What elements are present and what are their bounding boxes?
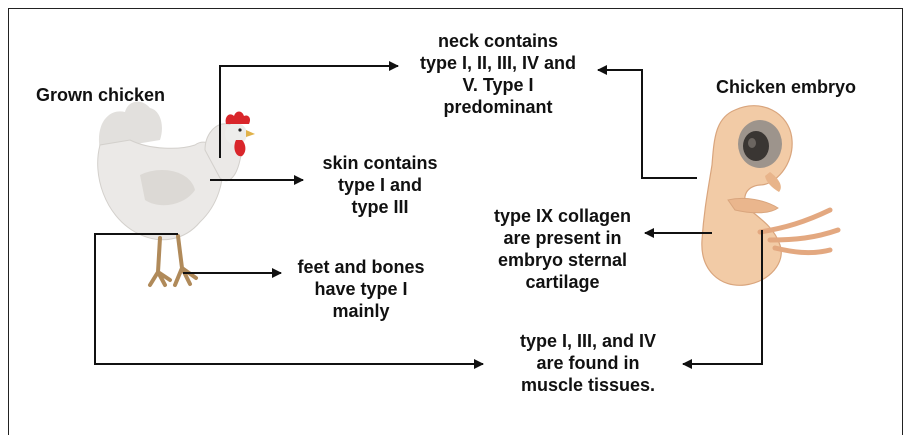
chicken-embryo-icon	[702, 106, 838, 286]
arrow-embryo-neck	[598, 70, 697, 178]
sternal-label: type IX collagen are present in embryo s…	[475, 205, 650, 293]
grown-chicken-icon	[98, 102, 255, 285]
muscle-label: type I, III, and IV are found in muscle …	[488, 330, 688, 396]
grown-chicken-title: Grown chicken	[36, 84, 165, 106]
feet-label: feet and bones have type I mainly	[276, 256, 446, 322]
chicken-embryo-title: Chicken embryo	[716, 76, 856, 98]
skin-label: skin contains type I and type III	[300, 152, 460, 218]
neck-label: neck contains type I, II, III, IV and V.…	[388, 30, 608, 118]
arrow-neck	[220, 66, 398, 158]
